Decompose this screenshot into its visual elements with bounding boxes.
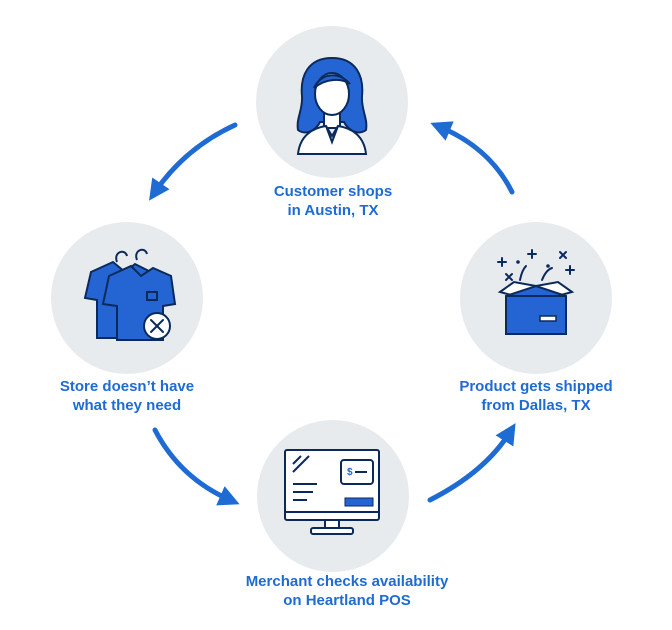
open-box-icon xyxy=(497,249,575,335)
step-merchant-label: Merchant checks availability on Heartlan… xyxy=(245,573,449,609)
step-customer-label: Customer shops in Austin, TX xyxy=(273,183,393,219)
arrow-right-to-top xyxy=(430,121,515,195)
step-store-label: Store doesn’t have what they need xyxy=(59,378,195,414)
step-store-circle xyxy=(51,222,203,374)
arrow-left-to-bottom xyxy=(152,427,240,506)
svg-text:$: $ xyxy=(347,467,353,478)
shirts-out-of-stock-icon xyxy=(83,248,177,341)
step-shipping-circle xyxy=(460,222,612,374)
step-shipping-label: Product gets shipped from Dallas, TX xyxy=(459,378,613,414)
step-customer-circle xyxy=(256,26,408,178)
arrow-top-to-left xyxy=(149,122,238,201)
arrow-bottom-to-right xyxy=(427,423,516,503)
pos-monitor-icon: $ xyxy=(284,449,380,535)
step-merchant-circle: $ xyxy=(257,420,409,572)
customer-woman-icon xyxy=(296,56,368,155)
